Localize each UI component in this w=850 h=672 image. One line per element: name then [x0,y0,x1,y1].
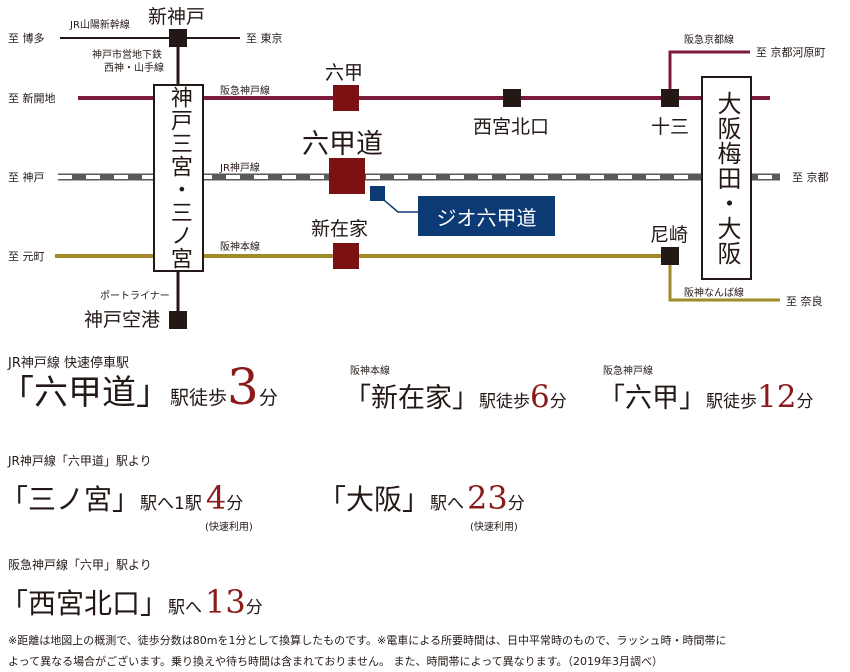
station-osaka-umeda-box: 大阪梅田・大阪 [701,76,752,280]
access-nishinomiya-kitaguchi: 「西宮北口」 駅へ 13 分 [0,582,263,626]
line-label-sanyo-shinkansen: JR山陽新幹線 [70,20,130,31]
dest-hakata: 至 博多 [8,32,45,45]
station-rokkomichi: 六甲道 [302,129,383,160]
footnote-line-2: よって異なる場合がございます。乗り換えや待ち時間は含まれておりません。 また、時… [8,655,664,668]
dest-nara: 至 奈良 [786,295,823,308]
access-shinzaike-walk: 「新在家」 駅徒歩 6 分 [344,376,567,416]
sannomiya-rapid-note: (快速利用) [205,522,253,533]
dest-kyoto-kawaramachi: 至 京都河原町 [756,46,826,59]
property-badge: ジオ六甲道 [418,196,555,236]
minute-unit: 分 [507,494,525,514]
station-kobe-airport: 神戸空港 [84,309,161,331]
minute-unit: 分 [245,598,263,618]
walk-label: 駅徒歩 [170,387,228,409]
walk-label: 駅徒歩 [479,392,530,412]
rokkomichi-marker [329,158,365,194]
station-juso: 十三 [651,116,690,138]
shinzaike-station-name: 「新在家」 [344,383,479,414]
minute-unit: 分 [258,387,278,409]
access-rokko-walk: 「六甲」 駅徒歩 12 分 [598,376,813,416]
dest-kyoto: 至 京都 [792,171,829,184]
line-label-port-liner: ポートライナー [100,291,170,302]
footnote: ※距離は地図上の概測で、徒歩分数は80mを1分として換算したものです。※電車によ… [8,630,848,672]
rokko-walk-minutes: 12 [757,379,797,415]
hankyu-kyoto-line [668,50,750,98]
hankyu-kobe-caption: 阪急神戸線 [603,366,653,377]
osaka-text: 駅へ [430,494,465,514]
station-nishinomiya-kitaguchi: 西宮北口 [473,116,550,138]
footnote-line-1: ※距離は地図上の概測で、徒歩分数は80mを1分として換算したものです。※電車によ… [8,634,727,647]
sannomiya-text: 駅へ1駅 [140,494,202,514]
osaka-rapid-note: (快速利用) [470,522,518,533]
line-label-subway-2: 西神・山手線 [104,63,164,74]
hanshin-namba-line [668,256,780,302]
access-osaka: 「大阪」 駅へ 23 分 [318,478,525,522]
sannomiya-station-name: 「三ノ宮」 [0,483,141,516]
jr-rapid-caption: JR神戸線 快速停車駅 [8,356,129,371]
juso-marker [661,89,679,107]
rokkomichi-station-name: 「六甲道」 [0,373,170,413]
line-label-subway-1: 神戸市営地下鉄 [92,50,162,61]
access-sannomiya: 「三ノ宮」 駅へ1駅 4 分 [0,478,243,522]
line-label-jr-kobe: JR神戸線 [220,163,260,174]
section-jr-rokkomichi-title: JR神戸線「六甲道」駅より [8,454,152,468]
station-amagasaki: 尼崎 [650,224,689,246]
osaka-station-name: 「大阪」 [318,483,431,516]
sannomiya-minutes: 4 [205,479,227,517]
section-hankyu-rokko-title: 阪急神戸線「六甲」駅より [8,558,152,572]
nishinomiya-kitaguchi-marker [503,89,521,107]
hanshin-main-caption: 阪神本線 [350,366,390,377]
property-marker [370,186,385,201]
nishinomiya-text: 駅へ [168,598,203,618]
nishinomiya-kitaguchi-station-name: 「西宮北口」 [0,587,169,620]
station-shinkobe: 新神戸 [148,6,206,28]
minute-unit: 分 [796,392,814,412]
station-rokko: 六甲 [325,62,364,84]
shinkobe-marker [169,29,187,47]
osaka-minutes: 23 [467,479,508,517]
station-sannomiya-box: 神戸三宮・三ノ宮 [153,84,204,272]
dest-motomachi: 至 元町 [8,250,45,263]
dest-tokyo: 至 東京 [246,32,283,45]
nishinomiya-minutes: 13 [205,583,246,621]
line-label-hanshin-main: 阪神本線 [220,242,260,253]
rokkomichi-walk-minutes: 3 [227,358,259,416]
line-label-hankyu-kobe: 阪急神戸線 [220,86,270,97]
line-label-hankyu-kyoto: 阪急京都線 [684,35,734,46]
station-shinzaike: 新在家 [311,218,369,240]
shinzaike-marker [333,243,359,269]
rokko-station-name: 「六甲」 [598,383,706,414]
dest-kobe: 至 神戸 [8,171,45,184]
dest-shinkaichi: 至 新開地 [8,92,56,105]
shinzaike-walk-minutes: 6 [530,379,550,415]
minute-unit: 分 [226,494,244,514]
kobe-airport-marker [169,311,187,329]
line-label-hanshin-namba: 阪神なんば線 [684,288,744,299]
amagasaki-marker [661,247,679,265]
rokko-marker [333,85,359,111]
minute-unit: 分 [549,392,567,412]
access-rokkomichi-walk: 「六甲道」 駅徒歩 3 分 [0,362,278,422]
walk-label: 駅徒歩 [706,392,757,412]
